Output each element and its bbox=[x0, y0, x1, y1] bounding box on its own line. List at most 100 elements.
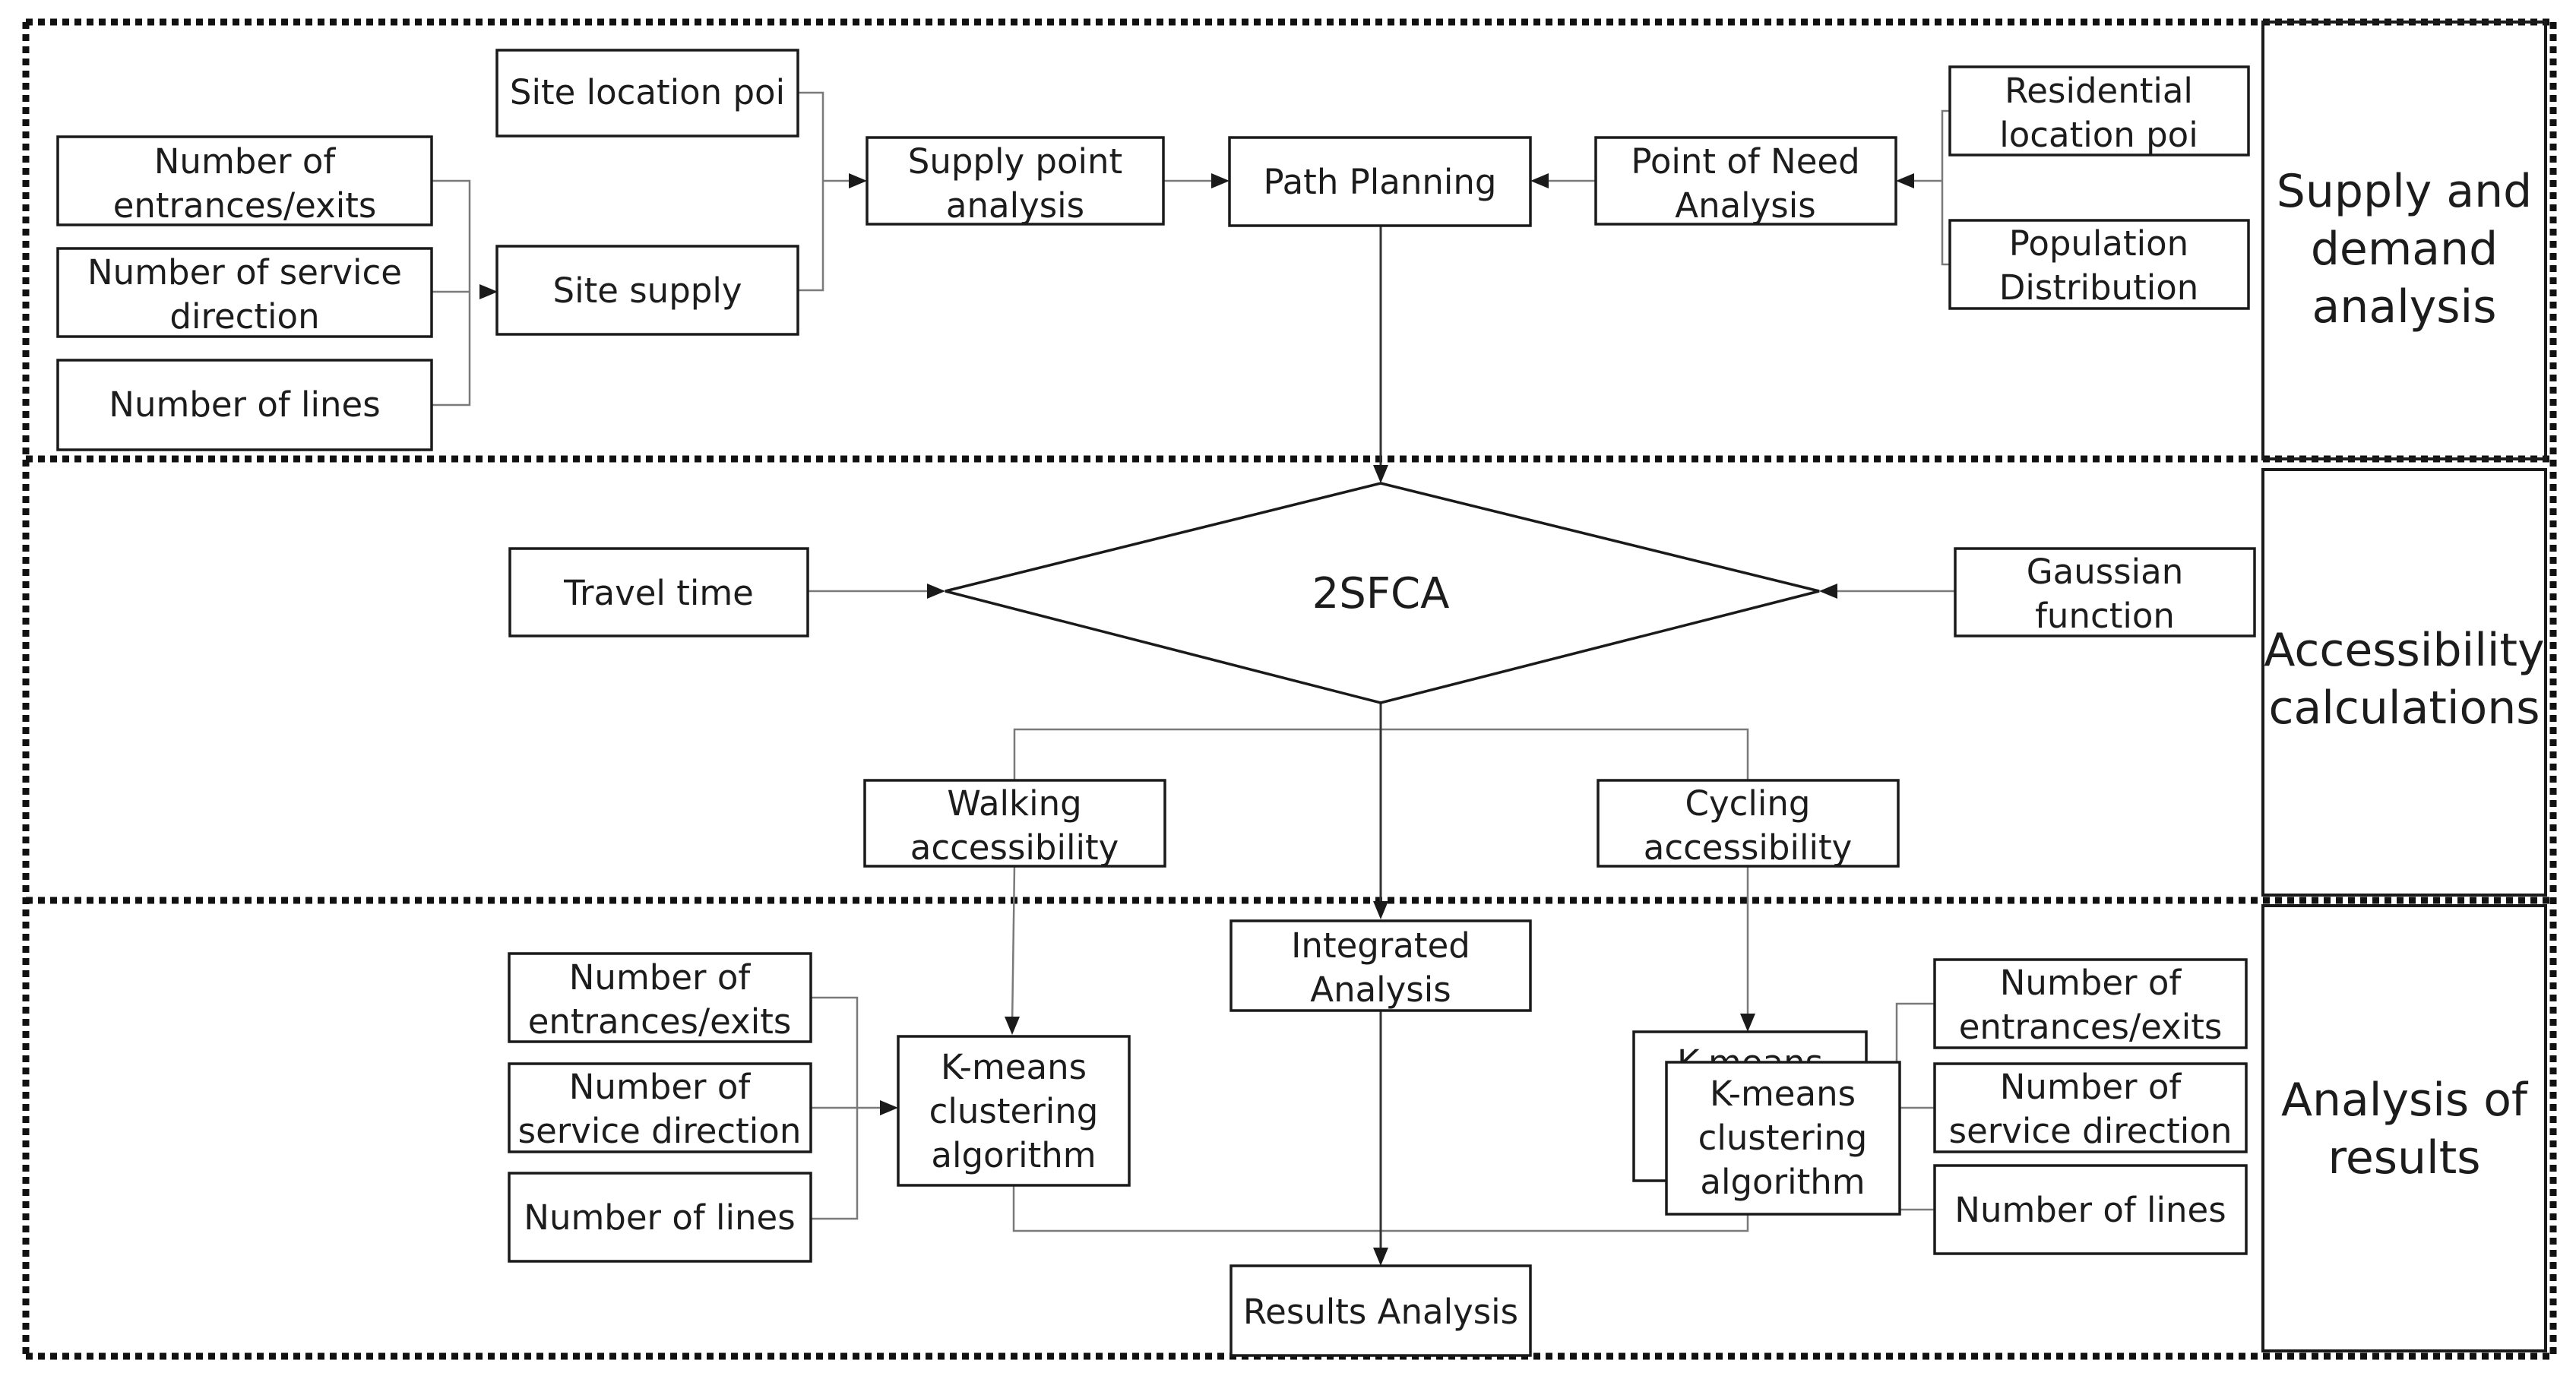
node-text-line: Number of lines bbox=[109, 384, 380, 425]
node-text-line: Site location poi bbox=[510, 72, 785, 112]
node-text-line: Cycling bbox=[1685, 783, 1811, 824]
node-text-line: Walking bbox=[947, 783, 1081, 824]
node-text-line: K-means bbox=[1710, 1074, 1856, 1114]
svg-text:2SFCA: 2SFCA bbox=[1312, 569, 1450, 618]
node-text-line: algorithm bbox=[1700, 1162, 1865, 1202]
node-lines-right: Number of lines bbox=[1933, 1164, 2248, 1255]
section-panels bbox=[2261, 21, 2547, 1352]
node-text-line: Analysis bbox=[1310, 970, 1451, 1010]
section-label-line: calculations bbox=[2268, 682, 2540, 735]
node-2sfca: 2SFCA bbox=[945, 482, 1820, 704]
node-lines-top: Number of lines bbox=[56, 359, 433, 451]
node-text-line: Population bbox=[2009, 223, 2188, 264]
node-text-line: Residential bbox=[2005, 71, 2193, 111]
section-label-line: Supply and bbox=[2277, 165, 2532, 218]
node-text-line: Analysis bbox=[1675, 185, 1815, 226]
node-text-line: Supply point bbox=[908, 141, 1122, 182]
node-text-line: entrances/exits bbox=[113, 185, 377, 226]
svg-text:Site location poi: Site location poi bbox=[510, 72, 785, 112]
node-travel-time: Travel time bbox=[508, 547, 809, 637]
section-label-line: analysis bbox=[2312, 280, 2497, 334]
section-label-line: Accessibility bbox=[2264, 624, 2544, 677]
node-text-line: algorithm bbox=[931, 1135, 1096, 1175]
node-text-line: clustering bbox=[1698, 1118, 1868, 1158]
node-text-line: clustering bbox=[929, 1091, 1099, 1131]
node-text-line: accessibility bbox=[910, 827, 1119, 868]
node-text-line: service direction bbox=[1949, 1111, 2233, 1151]
node-text-line: entrances/exits bbox=[1959, 1007, 2223, 1047]
node-text-line: Number of bbox=[569, 957, 752, 998]
node-text-line: Number of service bbox=[87, 252, 402, 293]
section-frames bbox=[22, 18, 2557, 1360]
svg-text:Number of lines: Number of lines bbox=[109, 384, 380, 425]
node-text-line: 2SFCA bbox=[1312, 569, 1450, 618]
section-label-line: results bbox=[2328, 1131, 2480, 1185]
node-site-location-poi: Site location poi bbox=[495, 49, 799, 138]
node-text-line: function bbox=[2035, 596, 2175, 636]
node-text-line: Gaussian bbox=[2027, 552, 2183, 592]
arrowheads bbox=[479, 173, 1914, 1266]
svg-text:Travel time: Travel time bbox=[563, 573, 754, 613]
svg-text:Site supply: Site supply bbox=[553, 270, 742, 311]
node-lines-left: Number of lines bbox=[508, 1172, 812, 1263]
node-text-line: Number of bbox=[154, 141, 337, 182]
node-text-line: direction bbox=[169, 296, 319, 337]
node-text-line: Number of bbox=[2000, 1067, 2182, 1107]
section-label-line: demand bbox=[2311, 223, 2498, 276]
node-path-planning: Path Planning bbox=[1228, 136, 1532, 227]
node-text-line: Number of bbox=[569, 1067, 752, 1107]
svg-text:Results Analysis: Results Analysis bbox=[1243, 1292, 1518, 1332]
node-text-line: analysis bbox=[946, 185, 1084, 226]
node-text-line: Number of bbox=[2000, 963, 2182, 1003]
node-text-line: Site supply bbox=[553, 270, 742, 311]
node-text-line: Number of lines bbox=[1954, 1190, 2226, 1230]
node-text-line: Distribution bbox=[1999, 267, 2199, 308]
node-text-line: location poi bbox=[1999, 115, 2198, 155]
svg-text:Number of lines: Number of lines bbox=[524, 1197, 795, 1238]
node-text-line: K-means bbox=[941, 1047, 1087, 1087]
node-text-line: Point of Need bbox=[1631, 141, 1859, 182]
node-text-line: accessibility bbox=[1644, 827, 1852, 868]
svg-text:Number of lines: Number of lines bbox=[1954, 1190, 2226, 1230]
node-site-supply: Site supply bbox=[495, 245, 799, 336]
svg-text:Path Planning: Path Planning bbox=[1263, 162, 1496, 202]
node-text-line: entrances/exits bbox=[528, 1001, 792, 1042]
